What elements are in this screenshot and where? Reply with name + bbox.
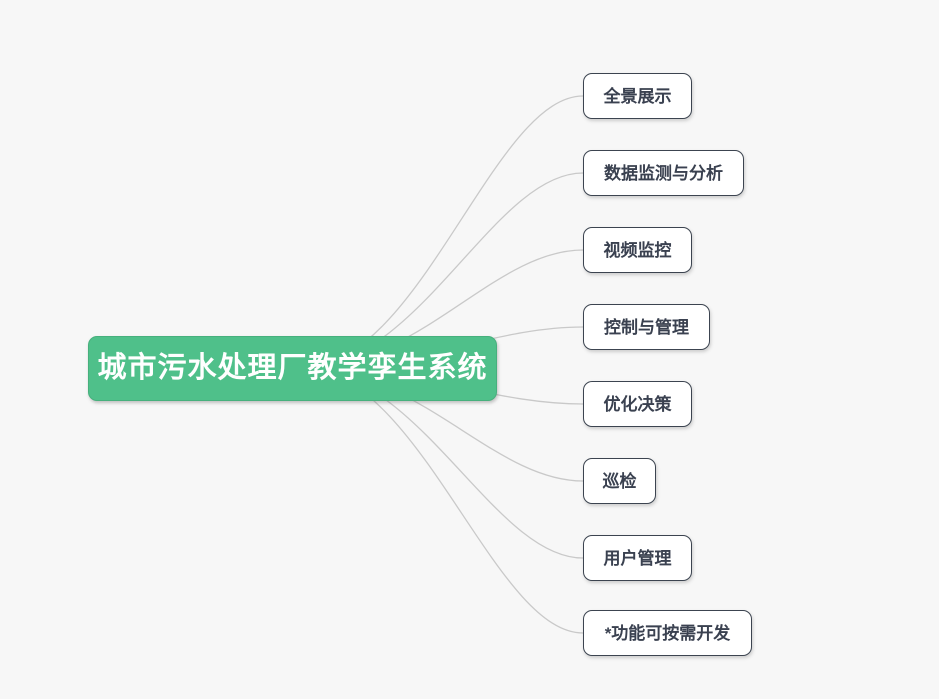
root-node[interactable]: 城市污水处理厂教学孪生系统 (88, 336, 497, 401)
branch-node[interactable]: 优化决策 (583, 381, 692, 427)
branch-node[interactable]: 用户管理 (583, 535, 692, 581)
branch-node[interactable]: 数据监测与分析 (583, 150, 744, 196)
connector-8 (304, 367, 584, 634)
branch-node[interactable]: 视频监控 (583, 227, 692, 273)
branch-node[interactable]: *功能可按需开发 (583, 610, 752, 656)
branch-node[interactable]: 巡检 (583, 458, 656, 504)
branch-node[interactable]: 全景展示 (583, 73, 692, 119)
branch-node[interactable]: 控制与管理 (583, 304, 710, 350)
connector-1 (304, 95, 584, 369)
